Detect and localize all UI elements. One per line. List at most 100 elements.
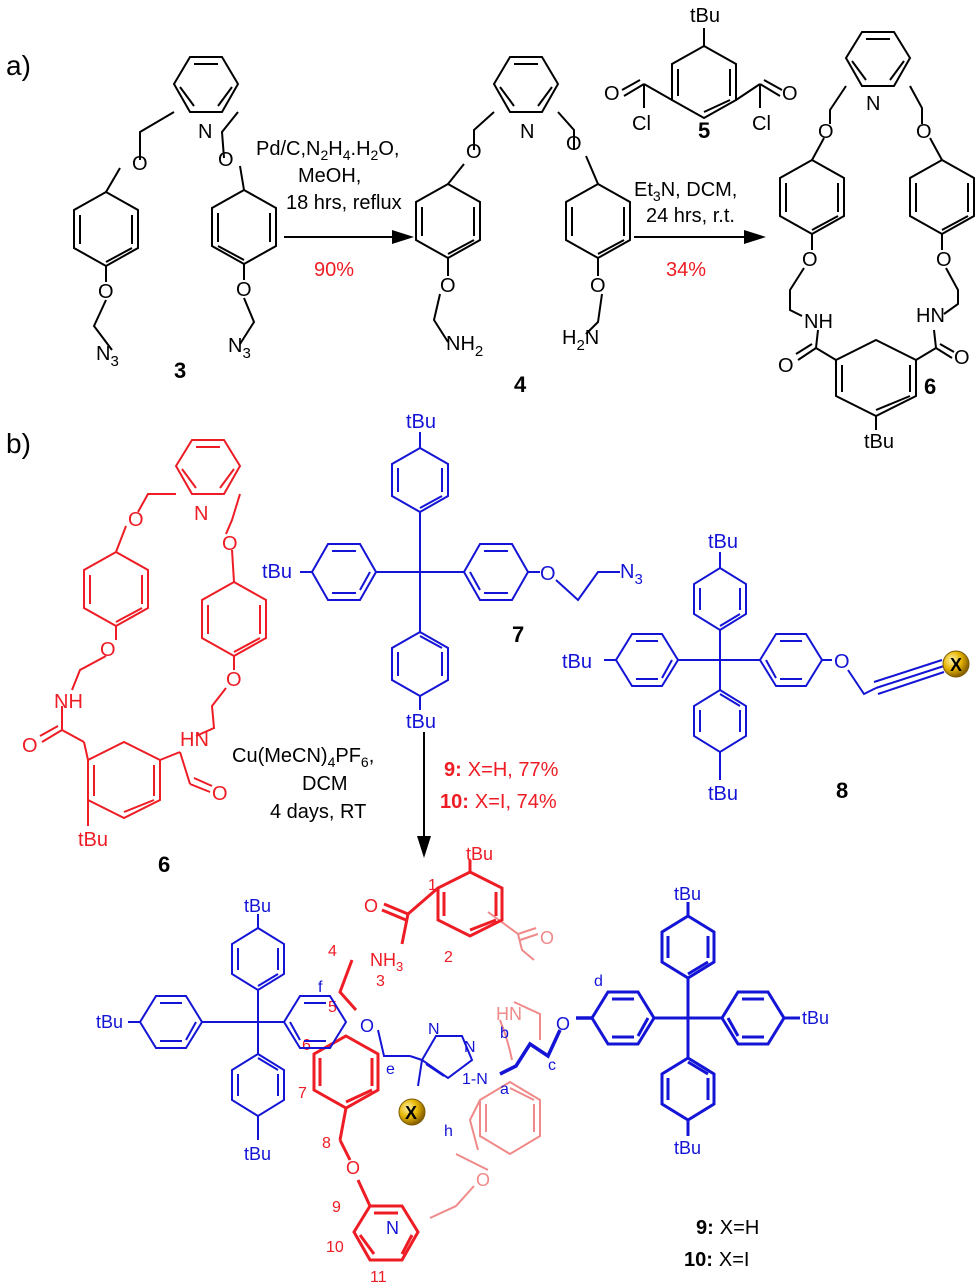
cmpd8-x-ball bbox=[942, 650, 970, 678]
proton-label-6: 6 bbox=[302, 1037, 311, 1054]
cmpd4-amine-left: NH2 bbox=[446, 333, 483, 360]
proton-label-9: 9 bbox=[332, 1199, 341, 1216]
cmpd6b-o-atom-ll: O bbox=[100, 639, 116, 661]
compound-3-label: 3 bbox=[174, 358, 186, 383]
cmpd6a-hn-right: HN bbox=[916, 305, 945, 327]
cmpd3-o-atom-lower-left: O bbox=[98, 281, 114, 303]
cmpd3-azide-left: N3 bbox=[96, 343, 119, 370]
product-triazole-n1: N bbox=[428, 1021, 440, 1038]
cmpd6a-carbonyl-o-left: O bbox=[778, 355, 794, 377]
cmpd4-o-atom-left: O bbox=[466, 141, 482, 163]
cmpd6a-nh-left: NH bbox=[804, 311, 833, 333]
proton-label-c: c bbox=[548, 1057, 556, 1074]
cmpd8-tbu-bottom: tBu bbox=[708, 783, 738, 805]
product-carbonyl-o-pink: O bbox=[540, 928, 554, 948]
cmpd6b-n-atom: N bbox=[194, 503, 208, 525]
product-triazole bbox=[409, 1035, 474, 1087]
cmpd6a-o-atom-ul: O bbox=[818, 121, 834, 143]
proton-label-4: 4 bbox=[328, 943, 337, 960]
part-a-label: a) bbox=[6, 50, 31, 81]
compound-4-label: 4 bbox=[514, 372, 527, 397]
cmpd7-tbu-top: tBu bbox=[406, 411, 436, 433]
cmpd6b-nh-left: NH bbox=[54, 691, 83, 713]
cmpd7-tbu-bottom: tBu bbox=[406, 711, 436, 733]
cmpd3-o-atom-left: O bbox=[132, 153, 148, 175]
cmpd6b-carbonyl-o-left: O bbox=[22, 735, 38, 757]
product-tbu-left: tBu bbox=[96, 1012, 123, 1032]
cmpd4-o-atom-lower-right: O bbox=[590, 275, 606, 297]
compound-6a-structure bbox=[779, 31, 975, 430]
cmpd4-amine-right: H2N bbox=[562, 327, 599, 354]
compound-5-label: 5 bbox=[698, 118, 710, 143]
product-tbu-right: tBu bbox=[802, 1008, 829, 1028]
cmpd4-o-atom-right: O bbox=[566, 133, 582, 155]
product-tbu-right-bottom: tBu bbox=[674, 1138, 701, 1158]
proton-label-10: 10 bbox=[326, 1239, 344, 1256]
cmpd6b-o-atom-ur: O bbox=[222, 533, 238, 555]
proton-label-5: 5 bbox=[328, 999, 337, 1016]
product-axle-chain bbox=[499, 1016, 592, 1076]
cmpd6a-o-atom-lr: O bbox=[936, 249, 952, 271]
cmpd6b-o-atom-ul: O bbox=[128, 509, 144, 531]
product-stopper-right bbox=[590, 902, 800, 1136]
product-macrocycle-front bbox=[312, 860, 504, 1262]
product-tbu-right-top: tBu bbox=[674, 884, 701, 904]
product-hn-pink: HN bbox=[496, 1004, 522, 1024]
cmpd6a-carbonyl-o-right: O bbox=[954, 347, 970, 369]
proton-label-a: a bbox=[500, 1081, 509, 1098]
product-triazole-n2: N bbox=[464, 1039, 476, 1056]
compound-7-structure bbox=[300, 432, 620, 710]
proton-label-d: d bbox=[594, 973, 603, 990]
product-tbu-macrocycle: tBu bbox=[466, 844, 493, 864]
cmpd7-azide: N3 bbox=[620, 561, 643, 588]
step2-yield: 34% bbox=[666, 259, 706, 281]
cmpd6b-tbu: tBu bbox=[78, 829, 108, 851]
step1-reagent-line1: Pd/C,N2H4.H2O, bbox=[256, 138, 399, 163]
product-stopper-left bbox=[128, 914, 410, 1140]
cmpd3-n-atom: N bbox=[198, 121, 212, 143]
compound-8-label: 8 bbox=[836, 778, 848, 803]
proton-label-1: 1 bbox=[428, 877, 437, 894]
cmpd5-tbu: tBu bbox=[690, 5, 720, 27]
product-o-blue-left: O bbox=[360, 1016, 374, 1036]
cmpd8-o-atom: O bbox=[834, 651, 850, 673]
product-x-ball bbox=[398, 1098, 426, 1126]
proton-label-h: h bbox=[444, 1123, 453, 1140]
proton-label-e: e bbox=[386, 1061, 395, 1078]
proton-label-7: 7 bbox=[298, 1085, 307, 1102]
product-carbonyl-o-red: O bbox=[364, 896, 378, 916]
cmpd6a-o-atom-ll: O bbox=[802, 249, 818, 271]
step2-reagent-line1: Et3N, DCM, bbox=[634, 179, 737, 204]
cmpd5-o-right: O bbox=[782, 83, 798, 105]
compound-7-label: 7 bbox=[512, 622, 524, 647]
cmpd8-tbu-left: tBu bbox=[562, 651, 592, 673]
compound-6-label-b: 6 bbox=[158, 852, 170, 877]
compound-6b-structure bbox=[39, 439, 267, 826]
compound-3-structure bbox=[73, 56, 277, 351]
proton-label-11: 11 bbox=[370, 1269, 387, 1286]
step1-reagent-line2: MeOH, bbox=[298, 165, 361, 187]
proton-label-b: b bbox=[500, 1025, 509, 1042]
compound-6-label-a: 6 bbox=[924, 374, 936, 399]
step2-reagent-line2: 24 hrs, r.t. bbox=[646, 205, 735, 227]
legend-10: 10:X=I bbox=[684, 1249, 749, 1271]
cmpd6b-o-atom-lr: O bbox=[226, 669, 242, 691]
part-b-label: b) bbox=[6, 428, 31, 459]
step1-yield: 90% bbox=[314, 259, 354, 281]
cmpd6a-n-atom: N bbox=[866, 93, 880, 115]
cmpd3-o-atom-right: O bbox=[218, 149, 234, 171]
cmpd6b-hn-right: HN bbox=[180, 729, 209, 751]
step3-arrow-head bbox=[417, 836, 431, 858]
product-triazole-n3: 1-N bbox=[462, 1071, 488, 1088]
cmpd7-o-atom: O bbox=[540, 563, 556, 585]
cmpd3-azide-right: N3 bbox=[228, 335, 251, 362]
cmpd3-o-atom-lower-right: O bbox=[236, 279, 252, 301]
proton-label-3: 3 bbox=[376, 973, 385, 990]
cmpd8-x-label: X bbox=[950, 655, 962, 675]
cmpd5-cl-right: Cl bbox=[752, 113, 771, 135]
cmpd4-n-atom: N bbox=[520, 121, 534, 143]
cmpd6b-carbonyl-o-right: O bbox=[212, 783, 228, 805]
product-macrocycle-back bbox=[429, 911, 541, 1219]
yield-9: 9:X=H, 77% bbox=[444, 759, 559, 781]
cmpd5-cl-left: Cl bbox=[632, 113, 651, 135]
